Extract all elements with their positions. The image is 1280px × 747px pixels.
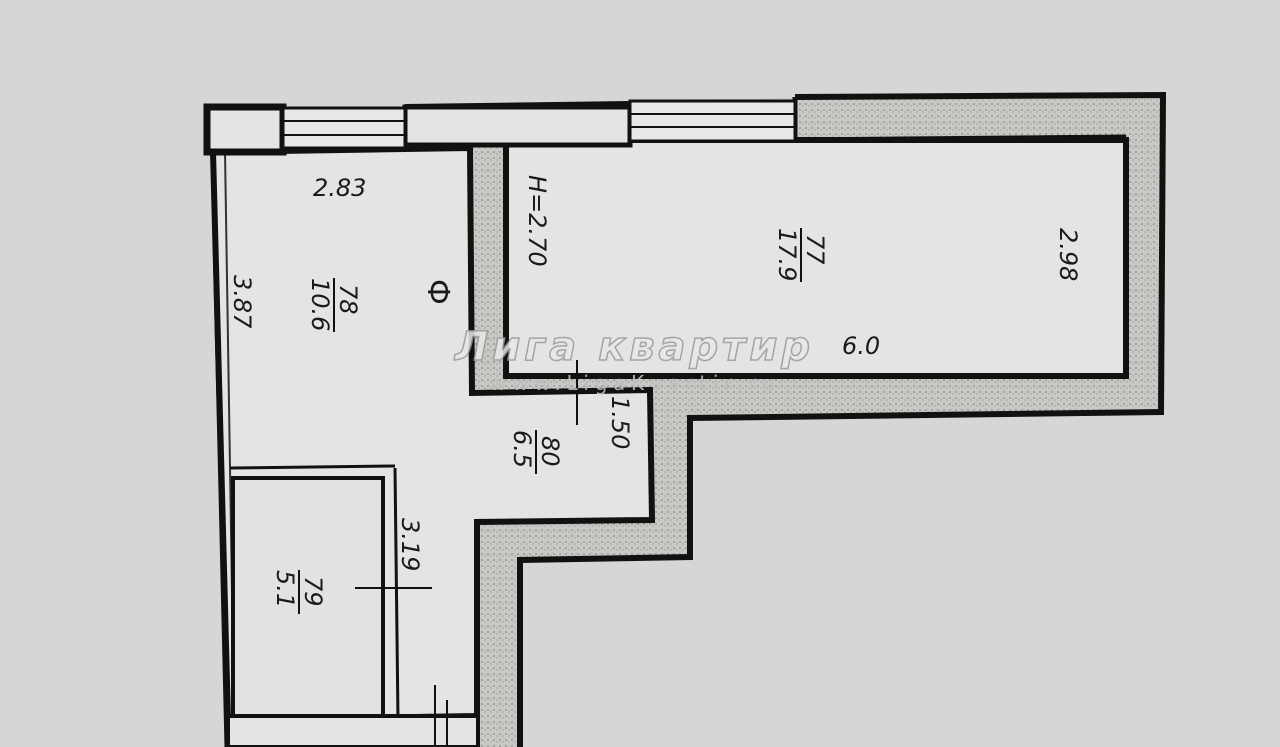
room-77-area: 17.9	[773, 228, 801, 281]
ceiling-height: H=2.70	[523, 175, 551, 267]
room-77-length: 6.0	[842, 332, 880, 360]
room-80-area: 6.5	[508, 430, 536, 468]
room-78-label: 78 10.6	[306, 278, 362, 332]
room-78-area: 10.6	[306, 278, 334, 331]
symbol-phi: Ф	[420, 279, 455, 305]
room-79-label: 79 5.1	[271, 570, 327, 614]
window	[281, 106, 407, 150]
room-79-area: 5.1	[271, 570, 299, 608]
room-79-number: 79	[299, 576, 327, 607]
room-77-number: 77	[801, 234, 829, 265]
window	[628, 99, 797, 143]
room-80-label: 80 6.5	[508, 430, 564, 474]
room-78-number: 78	[334, 284, 362, 315]
room-78-width: 2.83	[313, 174, 366, 202]
room-77-label: 77 17.9	[773, 228, 829, 282]
room-80-width: 1.50	[606, 396, 634, 449]
room-77-width: 2.98	[1054, 228, 1082, 281]
walls	[203, 91, 1167, 747]
room-79-length: 3.19	[396, 518, 424, 571]
watermark-url: www.LigaKvartir.ru	[490, 371, 775, 395]
room-80-number: 80	[536, 436, 564, 467]
room-78-length: 3.87	[228, 275, 256, 329]
watermark-title: Лига квартир	[454, 324, 810, 370]
room-79-outline	[231, 476, 385, 720]
